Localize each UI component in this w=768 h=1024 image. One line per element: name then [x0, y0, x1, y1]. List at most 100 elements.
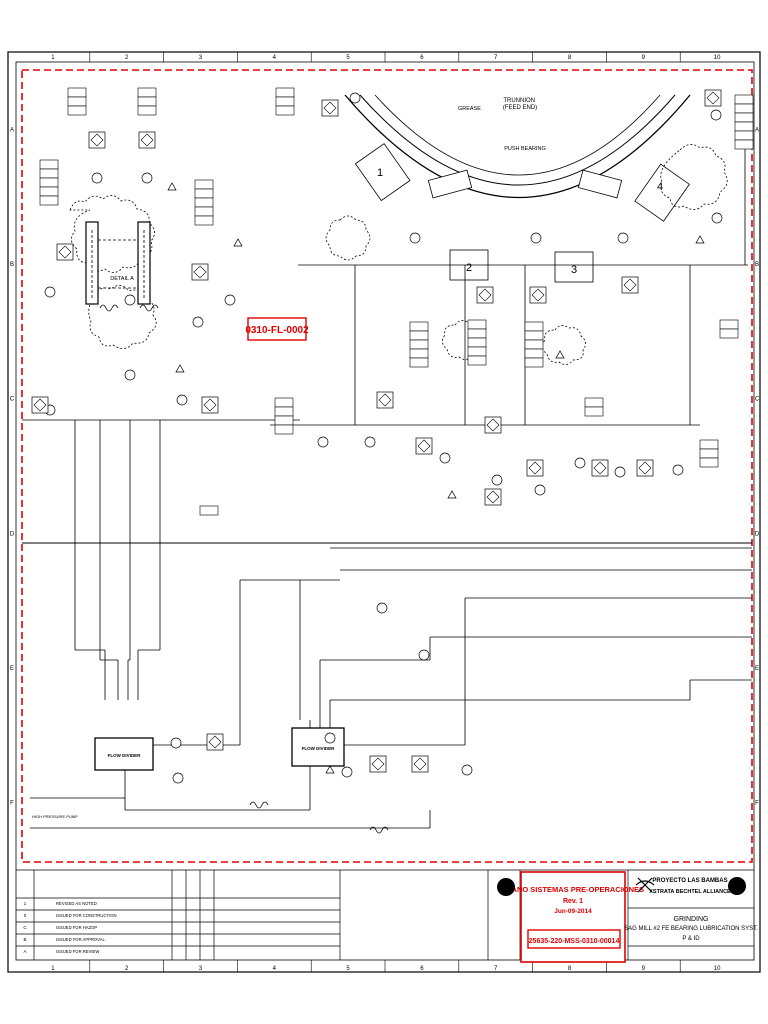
pressure-gauge-symbol	[376, 602, 388, 614]
section-label-box	[247, 317, 307, 341]
bearing-pad-number-4: 4	[657, 181, 663, 193]
plc-signal-box	[484, 416, 502, 434]
warning-triangle-icon	[555, 350, 565, 359]
column-marker-top: 4	[273, 55, 277, 61]
instrument-tag-box	[199, 505, 219, 516]
bearing-pad-number-3: 3	[571, 264, 577, 276]
instrument-tag-box	[194, 206, 214, 217]
plc-signal-box	[621, 276, 639, 294]
column-marker-bottom: 1	[51, 966, 55, 972]
plc-signal-box	[191, 263, 209, 281]
plc-diamond-symbol	[193, 265, 207, 279]
plc-diamond-symbol	[478, 288, 492, 302]
instrument-symbols	[31, 87, 754, 784]
column-marker-top: 8	[568, 55, 572, 61]
column-marker-bottom: 3	[199, 966, 203, 972]
instrument-tag-box	[734, 139, 754, 150]
pressure-gauge-symbol	[317, 436, 329, 448]
pressure-gauge-symbol	[409, 232, 421, 244]
plc-diamond-symbol	[323, 101, 337, 115]
pressure-gauge-symbol	[44, 286, 56, 298]
flow-divider-1-label: FLOW DIVIDER	[108, 753, 141, 758]
plc-signal-box	[476, 286, 494, 304]
plc-diamond-symbol	[593, 461, 607, 475]
plc-diamond-symbol	[706, 91, 720, 105]
row-marker-left: F	[10, 801, 14, 807]
plc-diamond-symbol	[486, 418, 500, 432]
pressure-gauge-symbol	[341, 766, 353, 778]
instrument-tag-box	[734, 121, 754, 132]
revision-description: ISSUED FOR REVIEW	[56, 949, 99, 954]
bearing-pad-number-1: 1	[377, 167, 383, 179]
bearing-pad-3	[554, 251, 594, 283]
row-marker-right: E	[755, 666, 759, 672]
pressure-gauge-symbol	[418, 649, 430, 661]
flow-divider-2-label: FLOW DIVIDER	[302, 746, 335, 751]
row-marker-right: A	[755, 127, 759, 133]
plc-diamond-symbol	[638, 461, 652, 475]
pressure-gauge-symbol	[491, 474, 503, 486]
instrument-tag-box	[274, 424, 294, 435]
pressure-gauge-symbol	[617, 232, 629, 244]
column-marker-bottom: 6	[420, 966, 424, 972]
plc-signal-box	[31, 396, 49, 414]
pressure-gauge-symbol	[172, 772, 184, 784]
trunnion-inner-arc	[359, 94, 676, 186]
instrument-tag-box	[734, 94, 754, 105]
bearing-pad-number-2: 2	[466, 262, 472, 274]
row-marker-left: A	[10, 127, 14, 133]
alliance-name: XSTRATA BECHTEL ALLIANCE	[649, 889, 731, 895]
outer-frame	[7, 51, 761, 973]
plc-signal-box	[591, 459, 609, 477]
drawing-title-3: P & ID	[682, 936, 700, 942]
row-marker-left: B	[10, 262, 14, 268]
instrument-tag-box	[584, 406, 604, 417]
pressure-gauge-symbol	[124, 294, 136, 306]
revision-number: A	[23, 949, 26, 954]
instrument-tag-box	[194, 215, 214, 226]
cloud-pad-1	[325, 215, 371, 261]
plc-signal-box	[704, 89, 722, 107]
column-marker-bottom: 8	[568, 966, 572, 972]
drawing-title-1: GRINDING	[674, 916, 709, 923]
instrument-tag-box	[39, 195, 59, 206]
column-marker-top: 3	[199, 55, 203, 61]
grease-label: GREASE	[458, 106, 481, 112]
pressure-gauge-symbol	[176, 394, 188, 406]
instrument-tag-box	[194, 179, 214, 190]
cloud-pad-4	[660, 144, 728, 210]
instrument-tag-box	[274, 415, 294, 426]
pressure-gauge-symbol	[192, 316, 204, 328]
warning-triangle-icon	[175, 364, 185, 373]
plc-signal-box	[201, 396, 219, 414]
instrument-tag-box	[275, 87, 295, 98]
instrument-tag-box	[274, 406, 294, 417]
revision-number: 0	[24, 913, 27, 918]
instrument-tag-box	[409, 357, 429, 368]
pressure-gauge-symbol	[614, 466, 626, 478]
instrument-tag-box	[275, 96, 295, 107]
plc-diamond-symbol	[486, 490, 500, 504]
plc-signal-box	[88, 131, 106, 149]
instrument-tag-box	[699, 457, 719, 468]
plc-signal-box	[526, 459, 544, 477]
instrument-tag-box	[39, 186, 59, 197]
cloud-small-2	[542, 325, 586, 365]
revision-description: REVISED AS NOTED	[56, 901, 97, 906]
trunnion-inner-arc-2	[374, 94, 661, 176]
plc-signal-box	[138, 131, 156, 149]
pressure-gauge-symbol	[530, 232, 542, 244]
pressure-gauge-symbol	[364, 436, 376, 448]
plc-diamond-symbol	[378, 393, 392, 407]
revision-description: ISSUED FOR APPROVAL	[56, 937, 105, 942]
section-label: 0310-FL-0002	[245, 325, 309, 336]
plc-signal-box	[415, 437, 433, 455]
warning-triangle-icon	[695, 235, 705, 244]
plc-diamond-symbol	[531, 288, 545, 302]
project-name: PROYECTO LAS BAMBAS	[652, 878, 727, 884]
revision-number: 1	[24, 901, 27, 906]
plc-diamond-symbol	[203, 398, 217, 412]
system-boundary	[21, 69, 753, 863]
